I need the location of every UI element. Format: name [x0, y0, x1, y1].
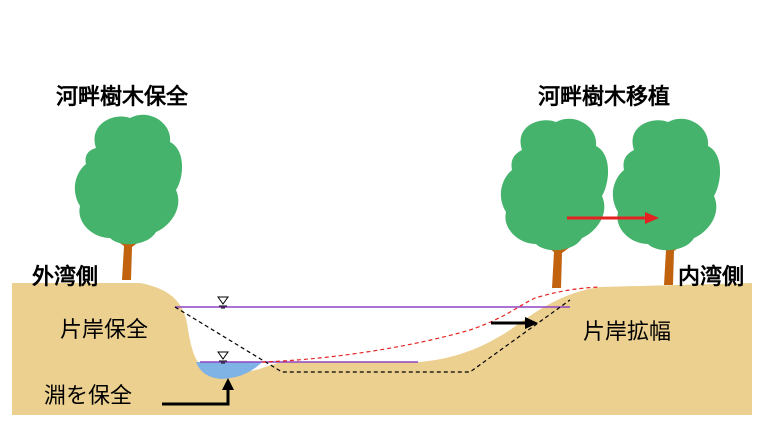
transplant-arrow-icon [567, 212, 659, 224]
pool-water [196, 362, 262, 379]
outer-bank-label: 外湾側 [32, 265, 99, 290]
original-profile-dashed-line [174, 299, 571, 373]
right-tree-title: 河畔樹木移植 [538, 85, 671, 110]
left-bank-action-label: 片岸保全 [60, 318, 149, 343]
widening-arrow-icon [491, 317, 538, 329]
left-tree-title: 河畔樹木保全 [56, 85, 189, 110]
transplanted-tree-icon [612, 118, 721, 285]
pool-preservation-arrow-icon [162, 378, 234, 406]
ground-profile [12, 283, 752, 415]
right-bank-action-label: 片岸拡幅 [583, 320, 672, 345]
original-tree-icon [500, 118, 609, 288]
water-level-mark-icon [217, 351, 229, 364]
pool-action-label: 淵を保全 [44, 384, 133, 409]
water-level-mark-icon [217, 296, 229, 309]
preserved-tree-icon [74, 114, 183, 280]
widened-profile-dashed-line [261, 286, 601, 363]
inner-bank-label: 内湾側 [678, 265, 745, 290]
